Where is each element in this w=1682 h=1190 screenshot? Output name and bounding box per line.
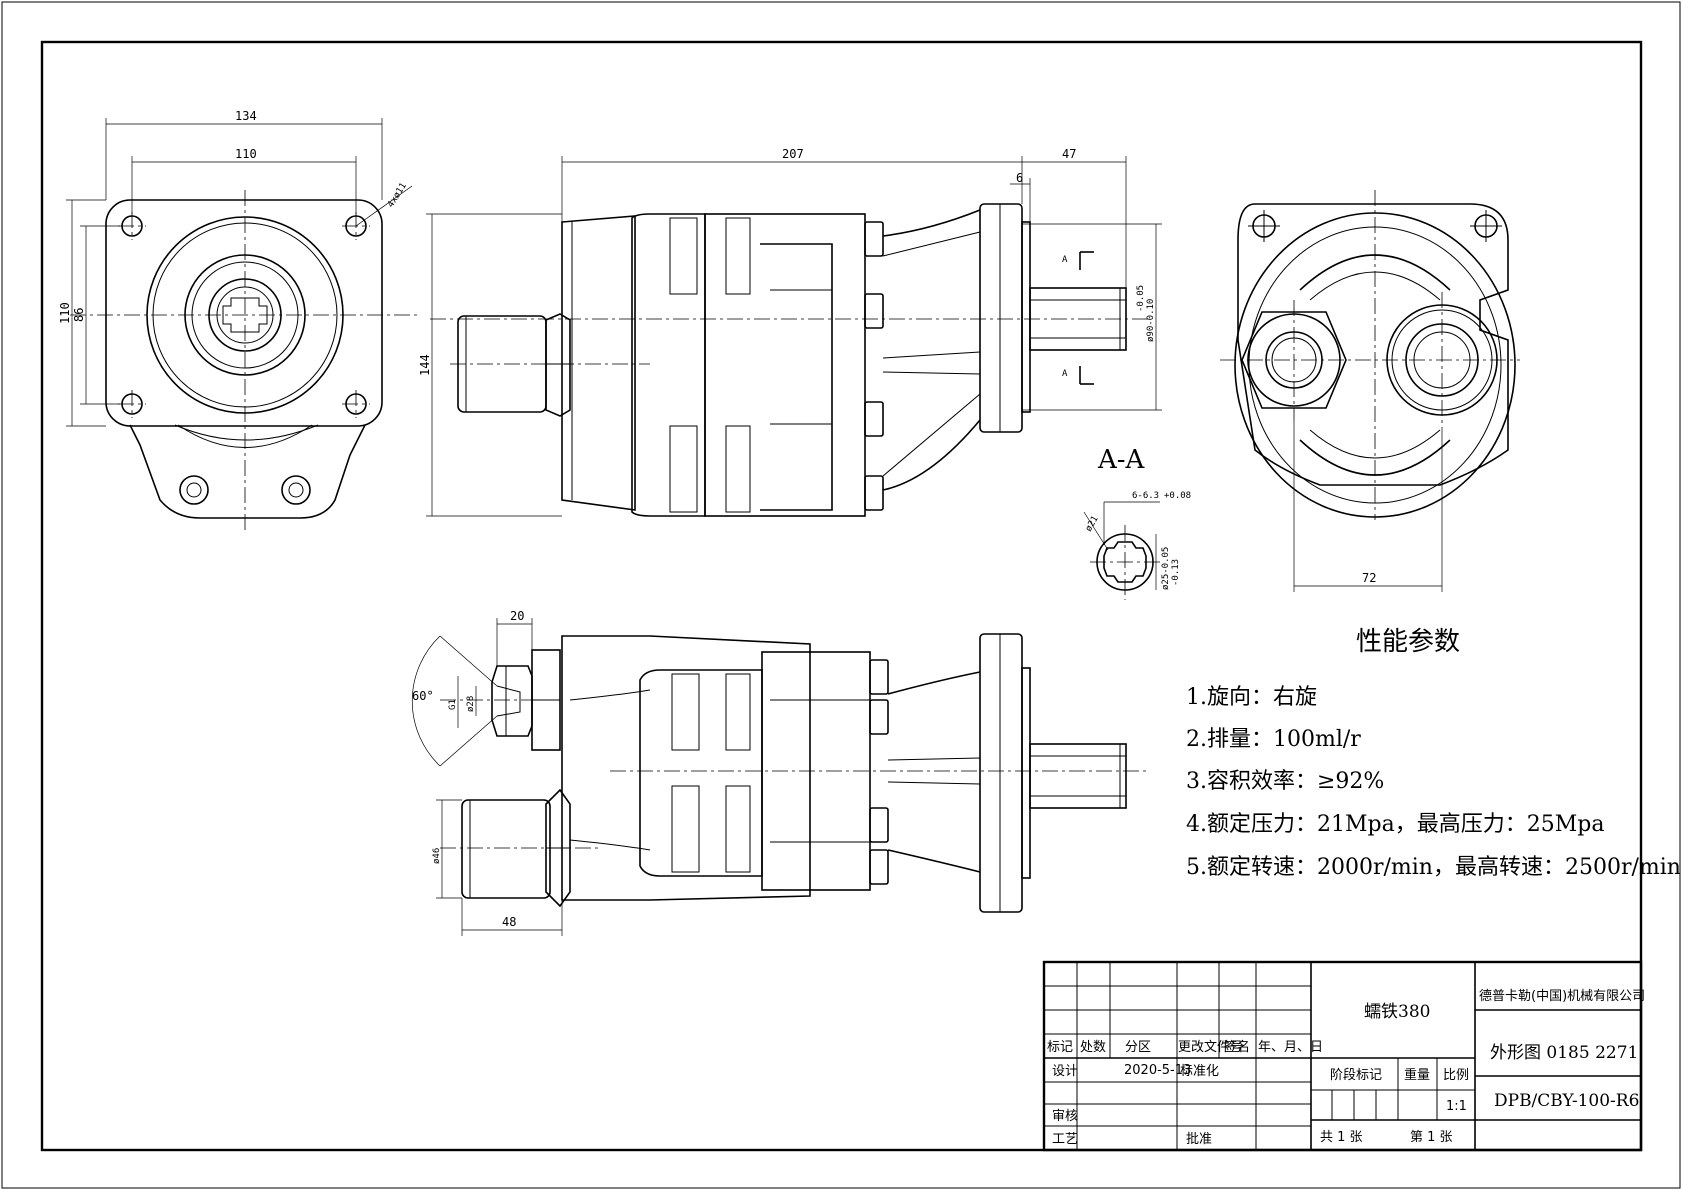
tb-header-sign: 签名	[1224, 1039, 1250, 1055]
dim-inlet-diameter: ø46	[432, 848, 442, 864]
dim-spline-spec: 6-6.3	[1132, 491, 1159, 501]
spec-item-1: 1.旋向：右旋	[1186, 685, 1317, 710]
tb-header-date: 年、月、日	[1258, 1040, 1323, 1055]
specifications: 性能参数 1.旋向：右旋 2.排量：100ml/r 3.容积效率：≥92% 4.…	[1186, 627, 1681, 880]
dim-flange-length: 47	[1062, 147, 1076, 161]
tb-sheet-index: 第 1 张	[1410, 1130, 1453, 1145]
spec-item-3: 3.容积效率：≥92%	[1186, 769, 1384, 794]
dim-side-length: 207	[782, 147, 804, 161]
dim-front-height-outer: 110	[58, 302, 72, 324]
dim-spline-minor: ø21	[1084, 514, 1101, 533]
dim-spline-major-tol: -0.13	[1171, 559, 1181, 586]
tb-weight-label: 重量	[1404, 1067, 1430, 1083]
tb-scale-label: 比例	[1443, 1068, 1469, 1083]
tb-part-name: 蠕铁380	[1364, 1002, 1430, 1022]
spec-item-4: 4.额定压力：21Mpa，最高压力：25Mpa	[1186, 812, 1604, 837]
tb-scale-value: 1:1	[1446, 1099, 1467, 1114]
tb-drawing-type: 外形图 0185 2271	[1490, 1043, 1638, 1063]
tb-design-label: 设计	[1052, 1064, 1078, 1079]
spec-item-5: 5.额定转速：2000r/min，最高转速：2500r/min	[1186, 855, 1681, 880]
dim-port-length: 20	[510, 609, 524, 623]
tb-header-zone: 分区	[1125, 1040, 1151, 1055]
tb-header-mark: 标记	[1047, 1040, 1073, 1055]
side-view: A A 207 47 6 144 ø90-0.10 -0.05	[418, 147, 1162, 517]
dim-front-width-inner: 110	[235, 147, 257, 161]
bottom-view: 20 60° G1 ø28 ø46 48	[411, 609, 1150, 936]
tb-review-label: 审核	[1052, 1109, 1078, 1124]
section-label: A-A	[1097, 445, 1146, 475]
specs-title: 性能参数	[1356, 627, 1460, 657]
section-mark-top: A	[1062, 255, 1068, 265]
dim-front-width-outer: 134	[235, 109, 257, 123]
spec-item-2: 2.排量：100ml/r	[1186, 727, 1361, 752]
dim-spline-major: ø25-0.05	[1161, 547, 1171, 590]
tb-design-date: 2020-5-13	[1124, 1063, 1191, 1078]
tb-process-label: 工艺	[1052, 1132, 1078, 1147]
tb-stage-label: 阶段标记	[1330, 1068, 1382, 1083]
tb-header-change-doc: 更改文件号	[1178, 1040, 1243, 1055]
front-view: 134 110 110 86 4xø11	[58, 109, 420, 530]
dim-bolt-holes: 4xø11	[386, 181, 409, 209]
dim-shaft-diameter: ø90-0.10	[1146, 299, 1156, 342]
tb-approve-label: 批准	[1186, 1132, 1212, 1147]
rear-view: 72	[1220, 190, 1520, 592]
title-block: 标记 处数 分区 更改文件号 签名 年、月、日 设计 2020-5-13 标准化…	[1042, 960, 1645, 1152]
tb-part-number: DPB/CBY-100-R6	[1494, 1091, 1639, 1111]
dim-port-thread: G1	[448, 699, 458, 710]
dim-port-angle: 60°	[412, 689, 434, 703]
dim-flange-step: 6	[1016, 171, 1023, 185]
section-aa: A-A 6-6.3 +0.08 ø25-0.05 -0.13 ø21	[1083, 445, 1191, 600]
tb-sheet-total: 共 1 张	[1320, 1130, 1363, 1145]
tb-header-count: 处数	[1080, 1040, 1106, 1055]
dim-spline-spec-tol: +0.08	[1164, 491, 1191, 501]
dim-shaft-diameter-tol: -0.05	[1136, 285, 1146, 312]
tb-company: 德普卡勒(中国)机械有限公司	[1479, 989, 1645, 1004]
dim-inlet-length: 48	[502, 915, 516, 929]
dim-rear-width: 72	[1362, 571, 1376, 585]
section-mark-bottom: A	[1062, 369, 1068, 379]
dim-side-height: 144	[418, 354, 432, 376]
dim-front-height-inner: 86	[72, 308, 86, 322]
tb-standardize-label: 标准化	[1180, 1064, 1219, 1079]
dim-port-bore: ø28	[466, 696, 476, 712]
